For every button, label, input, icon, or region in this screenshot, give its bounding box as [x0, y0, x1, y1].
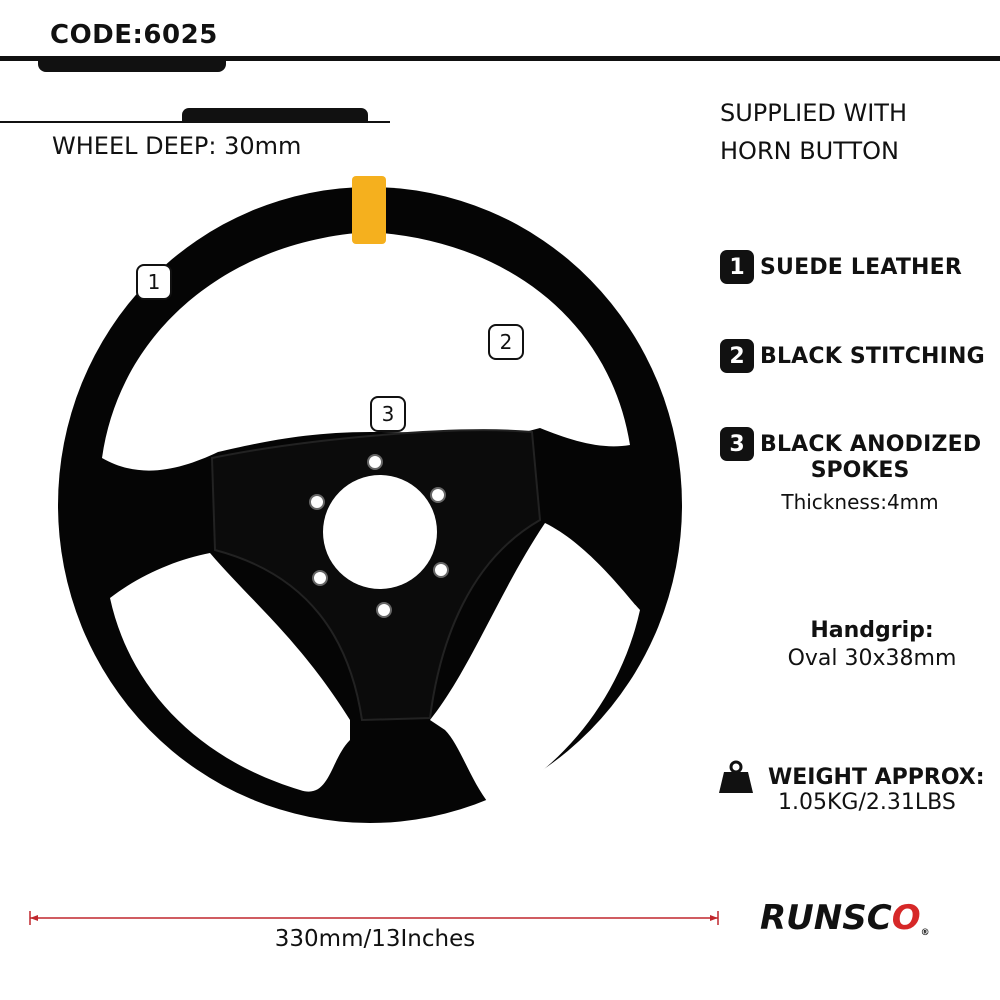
feature-label-continued: SPOKES: [810, 458, 910, 483]
supplied-line-2: HORN BUTTON: [720, 137, 899, 165]
center-marker-stripe: [352, 176, 386, 244]
weight-title: WEIGHT APPROX:: [768, 764, 985, 790]
diameter-label: 330mm/13Inches: [274, 926, 476, 952]
feature-label: BLACK STITCHING: [760, 343, 985, 369]
subheader-divider: [0, 121, 390, 123]
logo-accent-letter: O: [891, 898, 921, 938]
weight-value: 1.05KG/2.31LBS: [778, 790, 956, 815]
supplied-line-1: SUPPLIED WITH: [720, 99, 907, 127]
callout-2: 2: [488, 324, 524, 360]
feature-label: SUEDE LEATHER: [760, 254, 963, 280]
spoke-thickness-note: Thickness:4mm: [781, 490, 939, 514]
feature-row-2: 2 BLACK STITCHING: [720, 339, 985, 373]
callout-1: 1: [136, 264, 172, 300]
callout-3: 3: [370, 396, 406, 432]
weight-icon: [719, 760, 753, 793]
steering-wheel-image: [58, 176, 682, 823]
handgrip-title: Handgrip:: [810, 618, 934, 643]
supplied-note: SUPPLIED WITH HORN BUTTON: [720, 94, 907, 170]
registered-mark: ®: [920, 928, 930, 938]
spoke-plate: [210, 429, 542, 722]
feature-row-1: 1 SUEDE LEATHER: [720, 250, 962, 284]
wheel-depth-label: WHEEL DEEP: 30mm: [52, 132, 302, 160]
feature-number-badge: 2: [720, 339, 754, 373]
handgrip-value: Oval 30x38mm: [787, 646, 957, 671]
feature-row-3: 3 BLACK ANODIZED: [720, 427, 981, 461]
product-code: CODE:6025: [50, 20, 218, 50]
feature-number-badge: 1: [720, 250, 754, 284]
logo-text: RUNSC: [760, 898, 892, 938]
weight-row: WEIGHT APPROX:: [718, 760, 985, 794]
header-divider: [0, 56, 1000, 61]
header-tab-decoration: [38, 56, 226, 72]
feature-number-badge: 3: [720, 427, 754, 461]
subheader-tab-decoration: [182, 108, 368, 122]
runsco-logo: RUNSCO®: [760, 898, 930, 938]
feature-label: BLACK ANODIZED: [760, 431, 982, 457]
diameter-dimension-line: [29, 911, 719, 925]
